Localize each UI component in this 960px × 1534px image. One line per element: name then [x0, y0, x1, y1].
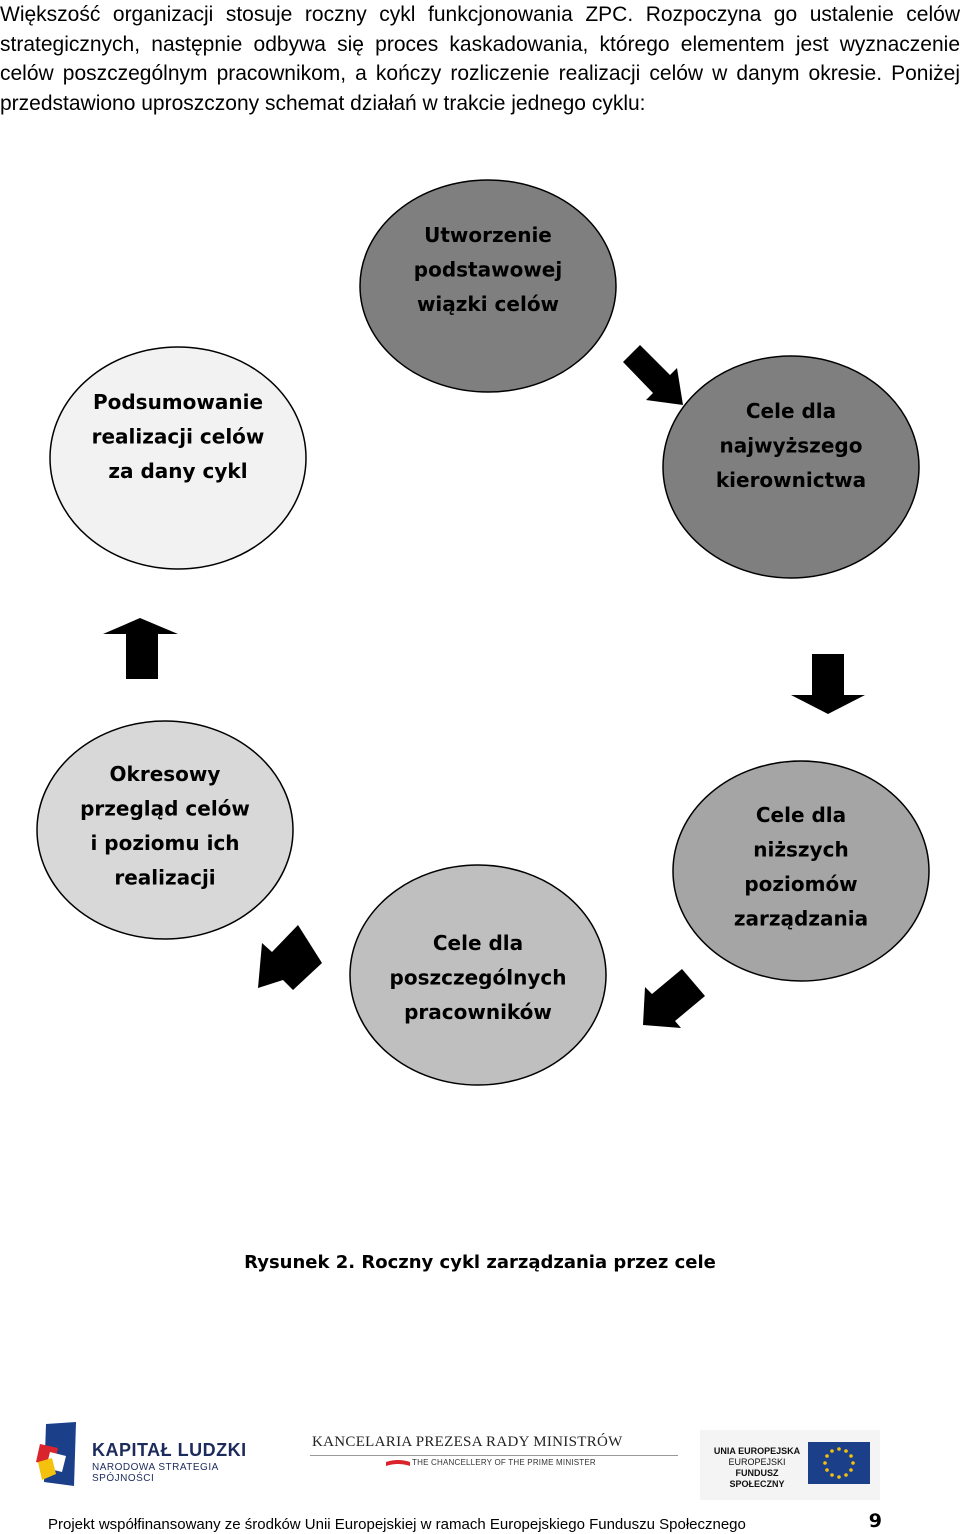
node-n4-line-2: poszczególnych — [390, 966, 567, 990]
node-n5-line-1: Okresowy — [110, 762, 221, 786]
node-n3-shape — [672, 760, 930, 982]
node-n3-line-1: Cele dla — [756, 803, 846, 827]
node-n2-line-3: kierownictwa — [716, 468, 866, 492]
node-n4: Cele dla poszczególnych pracowników — [349, 864, 607, 1086]
arrow-n2-to-n3 — [791, 654, 865, 714]
footer-text: Projekt współfinansowany ze środków Unii… — [48, 1516, 746, 1533]
node-n1-line-2: podstawowej — [414, 258, 562, 282]
arrow-n1-to-n2 — [623, 345, 683, 405]
kprm-title: KANCELARIA PREZESA RADY MINISTRÓW — [312, 1434, 623, 1450]
node-n1-line-1: Utworzenie — [424, 223, 552, 247]
intro-paragraph: Większość organizacji stosuje roczny cyk… — [0, 0, 960, 118]
node-n6: Podsumowanie realizacji celów za dany cykl — [49, 346, 307, 570]
node-n3-line-2: niższych — [753, 838, 848, 862]
node-n5: Okresowy przegląd celów i poziomu ich reali… — [36, 720, 294, 940]
node-n1-label: Utworzenie podstawowej wiązki celów — [414, 223, 562, 316]
kapital-ludzki-subtitle: NARODOWA STRATEGIA SPÓJNOŚCI — [92, 1462, 219, 1484]
node-n4-label: Cele dla poszczególnych pracowników — [390, 931, 567, 1024]
polish-flag-icon — [386, 1460, 410, 1466]
kprm-logo: KANCELARIA PREZESA RADY MINISTRÓW THE CH… — [310, 1434, 680, 1474]
node-n6-label: Podsumowanie realizacji celów za dany cykl — [92, 390, 265, 483]
node-n6-line-1: Podsumowanie — [93, 390, 263, 414]
kprm-divider — [310, 1455, 678, 1456]
arrow-n3-to-n4 — [643, 969, 705, 1028]
node-n4-line-3: pracowników — [404, 1000, 552, 1024]
node-n6-shape — [49, 346, 307, 570]
kprm-subtitle: THE CHANCELLERY OF THE PRIME MINISTER — [412, 1458, 596, 1467]
ue-line2: EUROPEJSKI — [728, 1457, 786, 1467]
node-n4-shape — [349, 864, 607, 1086]
node-n4-line-1: Cele dla — [433, 931, 523, 955]
node-n2-line-1: Cele dla — [746, 399, 836, 423]
node-n1: Utworzenie podstawowej wiązki celów — [359, 179, 617, 393]
node-n2-shape — [662, 355, 920, 579]
footer-logos: KAPITAŁ LUDZKI NARODOWA STRATEGIA SPÓJNO… — [0, 1412, 960, 1502]
node-n2-label: Cele dla najwyższego kierownictwa — [716, 399, 866, 492]
kapital-ludzki-logo: KAPITAŁ LUDZKI NARODOWA STRATEGIA SPÓJNO… — [36, 1422, 276, 1492]
node-n1-line-3: wiązki celów — [417, 292, 559, 316]
ue-line1: UNIA EUROPEJSKA — [713, 1446, 801, 1456]
intro-text: Większość organizacji stosuje roczny cyk… — [0, 3, 960, 115]
node-n2-line-2: najwyższego — [720, 434, 863, 458]
arrow-n5-to-n6 — [103, 618, 178, 679]
figure-caption: Rysunek 2. Roczny cykl zarządzania przez… — [244, 1252, 716, 1273]
node-n5-shape — [36, 720, 294, 940]
node-n3-line-3: poziomów — [744, 872, 857, 896]
node-n2: Cele dla najwyższego kierownictwa — [662, 355, 920, 579]
page-number: 9 — [868, 1510, 882, 1532]
kapital-ludzki-title: KAPITAŁ LUDZKI — [92, 1440, 247, 1460]
node-n5-line-4: realizacji — [114, 866, 215, 890]
eu-flag-icon — [808, 1442, 870, 1484]
cycle-diagram: Utworzenie podstawowej wiązki celów Cele d… — [36, 179, 930, 1086]
node-n3-line-4: zarządzania — [734, 907, 868, 931]
node-n1-shape — [359, 179, 617, 393]
node-n6-line-3: za dany cykl — [108, 459, 247, 483]
node-n3-label: Cele dla niższych poziomów zarządzania — [734, 803, 868, 931]
node-n5-line-3: i poziomu ich — [90, 831, 239, 855]
ue-line3: FUNDUSZ SPOŁECZNY — [729, 1468, 785, 1489]
node-n5-line-2: przegląd celów — [80, 797, 250, 821]
ue-logo: UNIA EUROPEJSKA EUROPEJSKI FUNDUSZ SPOŁE… — [700, 1430, 880, 1500]
node-n6-line-2: realizacji celów — [92, 425, 265, 449]
node-n5-label: Okresowy przegląd celów i poziomu ich reali… — [80, 762, 250, 890]
kapital-ludzki-emblem-icon — [36, 1422, 76, 1486]
ue-text: UNIA EUROPEJSKA EUROPEJSKI FUNDUSZ SPOŁE… — [712, 1446, 802, 1490]
arrow-n4-to-n5 — [258, 925, 322, 990]
node-n3: Cele dla niższych poziomów zarządzania — [672, 760, 930, 982]
